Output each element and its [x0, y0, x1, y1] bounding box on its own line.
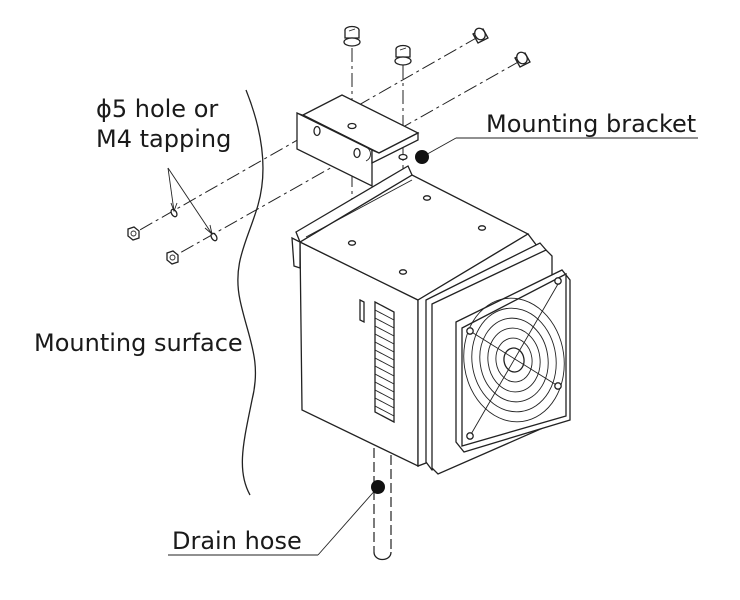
bracket-leader [415, 137, 698, 164]
hole-spec-line-1: ϕ5 hole or [96, 95, 219, 123]
hole-spec-label: ϕ5 hole or M4 tapping [96, 94, 231, 154]
bracket-callout-dot [415, 150, 429, 164]
nut-lower [166, 250, 179, 265]
drain-hose [373, 448, 392, 561]
screw-axis-upper [130, 36, 479, 236]
vent-grille [359, 298, 395, 424]
vertical-screw-right [394, 44, 412, 66]
fan-assembly [425, 242, 571, 475]
vertical-screw-left [343, 25, 361, 47]
mounting-bracket [296, 94, 420, 188]
drain-callout-dot [371, 480, 385, 494]
mounting-bracket-label: Mounting bracket [486, 110, 697, 138]
mounting-surface-edge [237, 89, 264, 496]
nut-upper [127, 226, 140, 241]
diagonal-screw-lower [514, 51, 531, 68]
drain-leader [168, 480, 385, 556]
mounting-surface-label: Mounting surface [34, 329, 243, 357]
surface-hole-upper [170, 208, 178, 218]
hole-spec-line-2: M4 tapping [96, 125, 232, 153]
hole-leader [167, 167, 213, 236]
diagonal-screw-upper [472, 27, 489, 44]
drain-hose-label: Drain hose [172, 527, 302, 555]
